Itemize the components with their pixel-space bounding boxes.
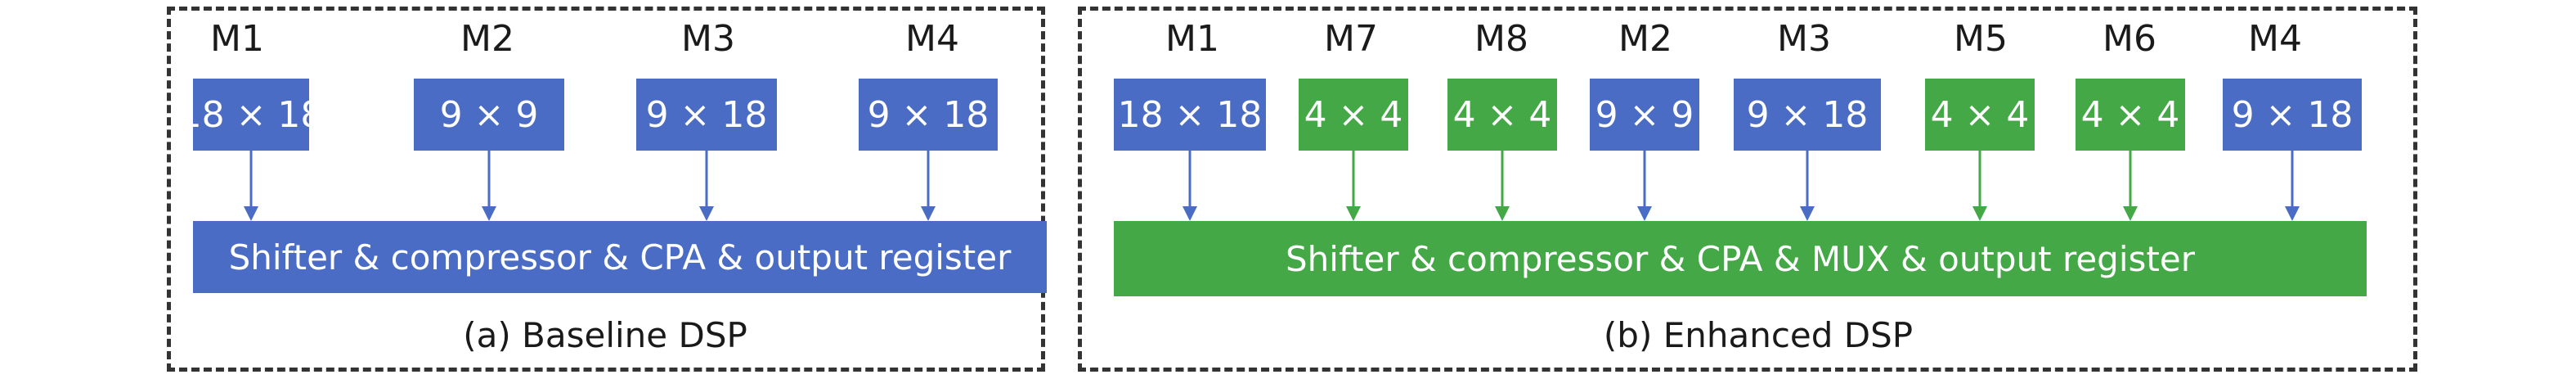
multiplier-label: M2 (1618, 18, 1672, 60)
multiplier-label: M5 (1954, 18, 2008, 60)
multiplier-block: 4 × 4 (1447, 79, 1557, 151)
multiplier-label: M2 (460, 18, 514, 60)
multiplier-block: 9 × 18 (636, 79, 777, 151)
multiplier-label: M1 (210, 18, 264, 60)
multiplier-label: M4 (2248, 18, 2302, 60)
multiplier-block: 9 × 18 (1734, 79, 1881, 151)
shifter-compressor-bar: Shifter & compressor & CPA & output regi… (193, 221, 1047, 293)
baseline-caption: (a) Baseline DSP (463, 315, 747, 355)
multiplier-block: 9 × 9 (414, 79, 564, 151)
multiplier-label: M8 (1474, 18, 1528, 60)
multiplier-label: M1 (1165, 18, 1219, 60)
multiplier-block: 4 × 4 (2076, 79, 2185, 151)
enhanced-caption: (b) Enhanced DSP (1603, 315, 1914, 355)
multiplier-block: 18 × 18 (179, 79, 323, 151)
enhanced-dsp-panel (1078, 7, 2417, 372)
multiplier-label: M7 (1324, 18, 1378, 60)
multiplier-block: 4 × 4 (1299, 79, 1408, 151)
multiplier-block: 9 × 18 (859, 79, 998, 151)
multiplier-label: M3 (681, 18, 735, 60)
multiplier-block: 9 × 9 (1590, 79, 1699, 151)
multiplier-label: M3 (1777, 18, 1831, 60)
multiplier-block: 9 × 18 (2223, 79, 2362, 151)
multiplier-block: 18 × 18 (1114, 79, 1266, 151)
multiplier-label: M6 (2103, 18, 2156, 60)
multiplier-label: M4 (905, 18, 959, 60)
baseline-dsp-panel (167, 7, 1045, 372)
multiplier-block: 4 × 4 (1925, 79, 2035, 151)
shifter-compressor-mux-bar: Shifter & compressor & CPA & MUX & outpu… (1114, 221, 2367, 296)
